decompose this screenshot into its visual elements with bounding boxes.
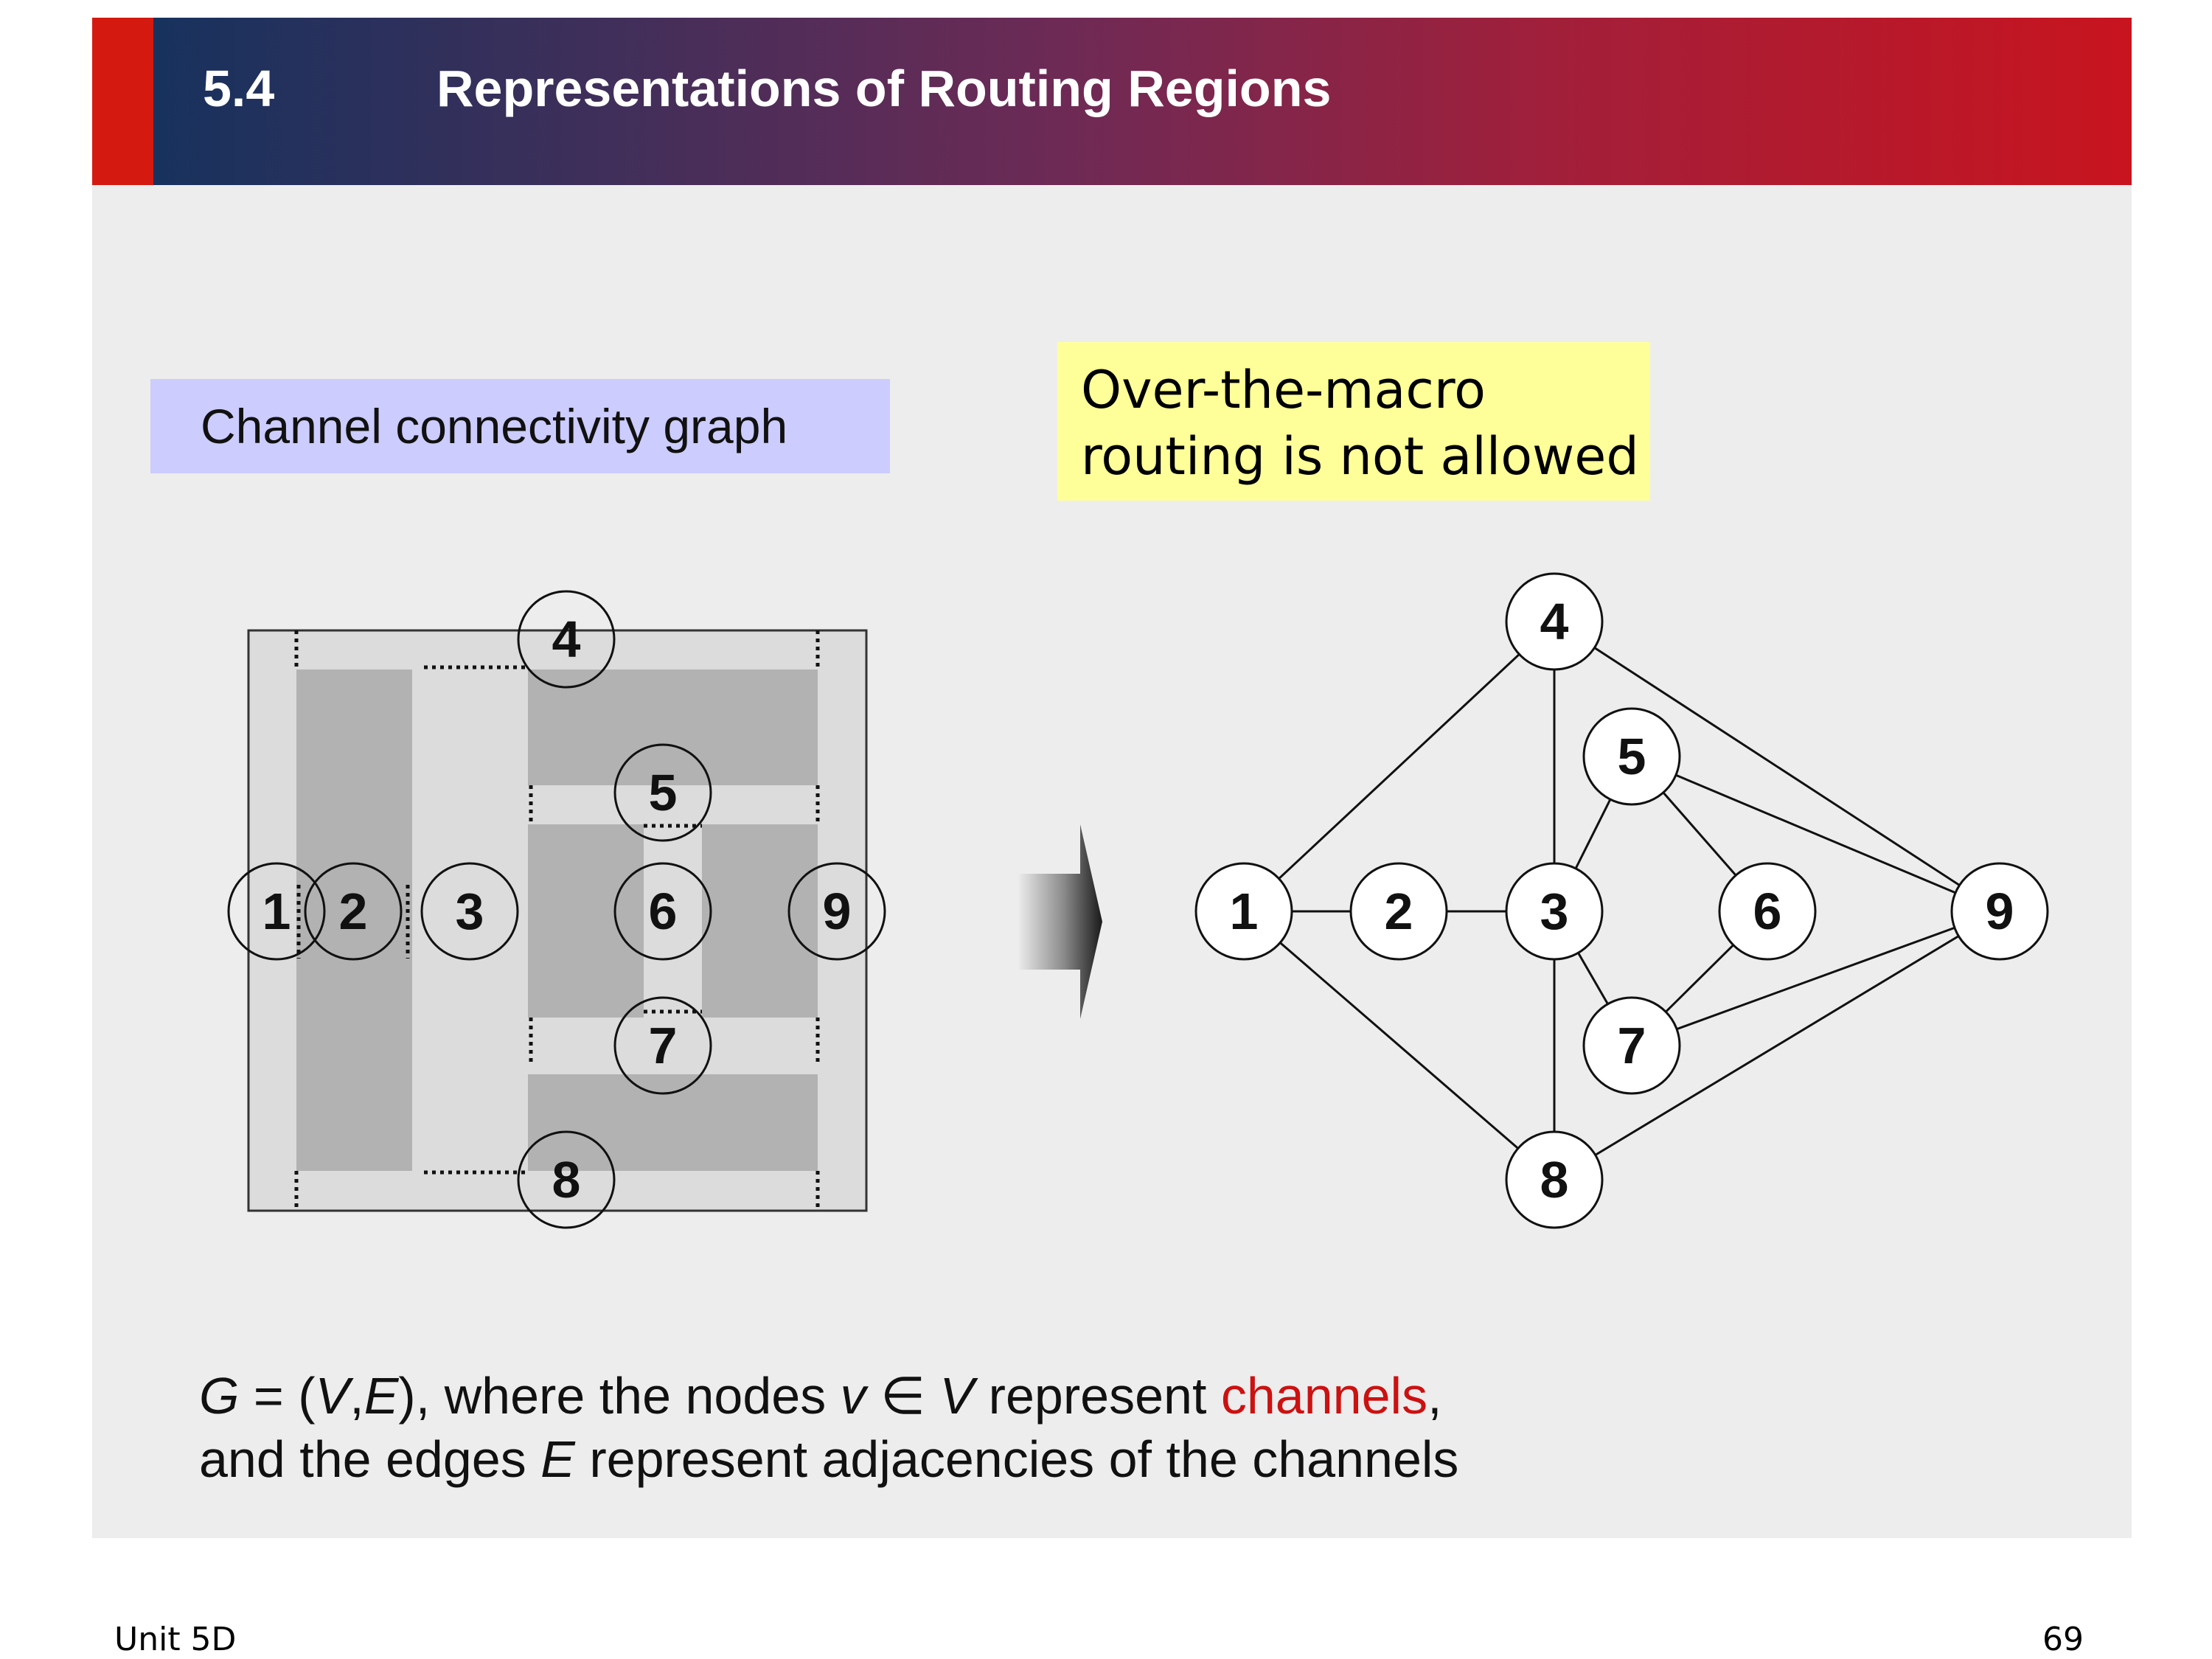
graph-node-5: 5	[1582, 707, 1681, 806]
channel-marker-2: 2	[304, 862, 403, 961]
graph-node-label-3: 3	[1540, 883, 1569, 940]
graph-node-4: 4	[1505, 572, 1604, 671]
caption-v-small: v	[840, 1367, 866, 1425]
channel-marker-3: 3	[420, 862, 519, 961]
channel-marker-8: 8	[517, 1130, 616, 1229]
caption-channels: channels	[1220, 1367, 1428, 1425]
macro-block	[702, 824, 818, 1018]
channel-marker-9: 9	[787, 862, 886, 961]
graph-node-label-9: 9	[1986, 883, 2014, 940]
channel-marker-4: 4	[517, 590, 616, 689]
graph-node-8: 8	[1505, 1130, 1604, 1229]
caption-line-2: and the edges E represent adjacencies of…	[199, 1427, 1895, 1491]
graph-edge-5-9	[1631, 755, 2000, 913]
graph-node-label-4: 4	[1540, 593, 1569, 650]
graph-edge-8-9	[1554, 910, 2000, 1181]
caption-represent: represent	[974, 1367, 1221, 1425]
note-line-1: Over-the-macro	[1081, 360, 1486, 420]
caption-v: V	[315, 1367, 350, 1425]
macro-block	[296, 669, 412, 1171]
channel-marker-6: 6	[613, 862, 712, 961]
footer-unit: Unit 5D	[114, 1621, 237, 1658]
caption-eq: = (	[239, 1367, 316, 1425]
note-line-2: routing is not allowed	[1081, 426, 1639, 487]
channel-label-5: 5	[649, 764, 678, 821]
layout-channel-markers: 1 2 3 4 5 6 7	[227, 590, 886, 1229]
channel-label-3: 3	[456, 883, 484, 940]
channel-label-9: 9	[823, 883, 852, 940]
caption-l2-a: and the edges	[199, 1430, 541, 1488]
caption-g: G	[199, 1367, 240, 1425]
graph-node-6: 6	[1718, 862, 1817, 961]
caption-element-of: ∈	[866, 1367, 940, 1425]
caption: G = (V,E), where the nodes v ∈ V represe…	[199, 1364, 1895, 1491]
graph-node-label-1: 1	[1230, 883, 1259, 940]
graph-node-1: 1	[1194, 862, 1293, 961]
graph-nodes: 1 2 3 4 5 6 7 8	[1194, 572, 2049, 1229]
caption-comma: ,	[349, 1367, 364, 1425]
header-accent-tab	[92, 18, 153, 185]
graph-edge-4-9	[1554, 620, 2000, 913]
graph-node-label-7: 7	[1618, 1017, 1646, 1074]
section-number: 5.4	[203, 60, 275, 117]
graph-node-2: 2	[1349, 862, 1448, 961]
graph-node-9: 9	[1950, 862, 2049, 961]
macro-block	[528, 669, 818, 785]
caption-e: E	[364, 1367, 399, 1425]
channel-boundaries	[294, 630, 820, 1211]
channel-marker-7: 7	[613, 996, 712, 1095]
graph-node-label-2: 2	[1385, 883, 1413, 940]
channel-label-4: 4	[552, 611, 581, 668]
channel-marker-5: 5	[613, 743, 712, 842]
caption-l2-e: E	[540, 1430, 575, 1488]
section-title: Representations of Routing Regions	[437, 60, 1332, 117]
graph-node-7: 7	[1582, 996, 1681, 1095]
channel-marker-1: 1	[227, 862, 326, 961]
graph-node-label-6: 6	[1753, 883, 1782, 940]
caption-l2-b: represent adjacencies of the channels	[574, 1430, 1459, 1488]
header-bar	[92, 18, 2132, 185]
caption-line-end: ,	[1427, 1367, 1442, 1425]
graph-edge-1-8	[1243, 910, 1555, 1181]
diagram-label: Channel connectivity graph	[150, 379, 890, 473]
graph-edge-1-4	[1242, 620, 1556, 913]
note-box: Over-the-macro routing is not allowed	[1057, 342, 1650, 501]
channel-label-7: 7	[649, 1017, 678, 1074]
channel-label-8: 8	[552, 1151, 581, 1208]
graph-node-3: 3	[1505, 862, 1604, 961]
arrow-icon	[1018, 824, 1102, 1019]
graph-edge-7-9	[1631, 910, 2000, 1047]
channel-label-1: 1	[262, 883, 291, 940]
caption-mid: ), where the nodes	[398, 1367, 841, 1425]
caption-v2: V	[939, 1367, 975, 1425]
macro-block	[528, 824, 644, 1018]
floorplan: 1 2 3 4 5 6 7	[227, 590, 886, 1229]
caption-line-1: G = (V,E), where the nodes v ∈ V represe…	[199, 1364, 1895, 1427]
footer-page-number: 69	[2042, 1621, 2084, 1658]
channel-label-2: 2	[339, 883, 368, 940]
channel-label-6: 6	[649, 883, 678, 940]
macro-block	[528, 1074, 818, 1171]
graph-node-label-8: 8	[1540, 1151, 1569, 1208]
graph-node-label-5: 5	[1618, 728, 1646, 785]
